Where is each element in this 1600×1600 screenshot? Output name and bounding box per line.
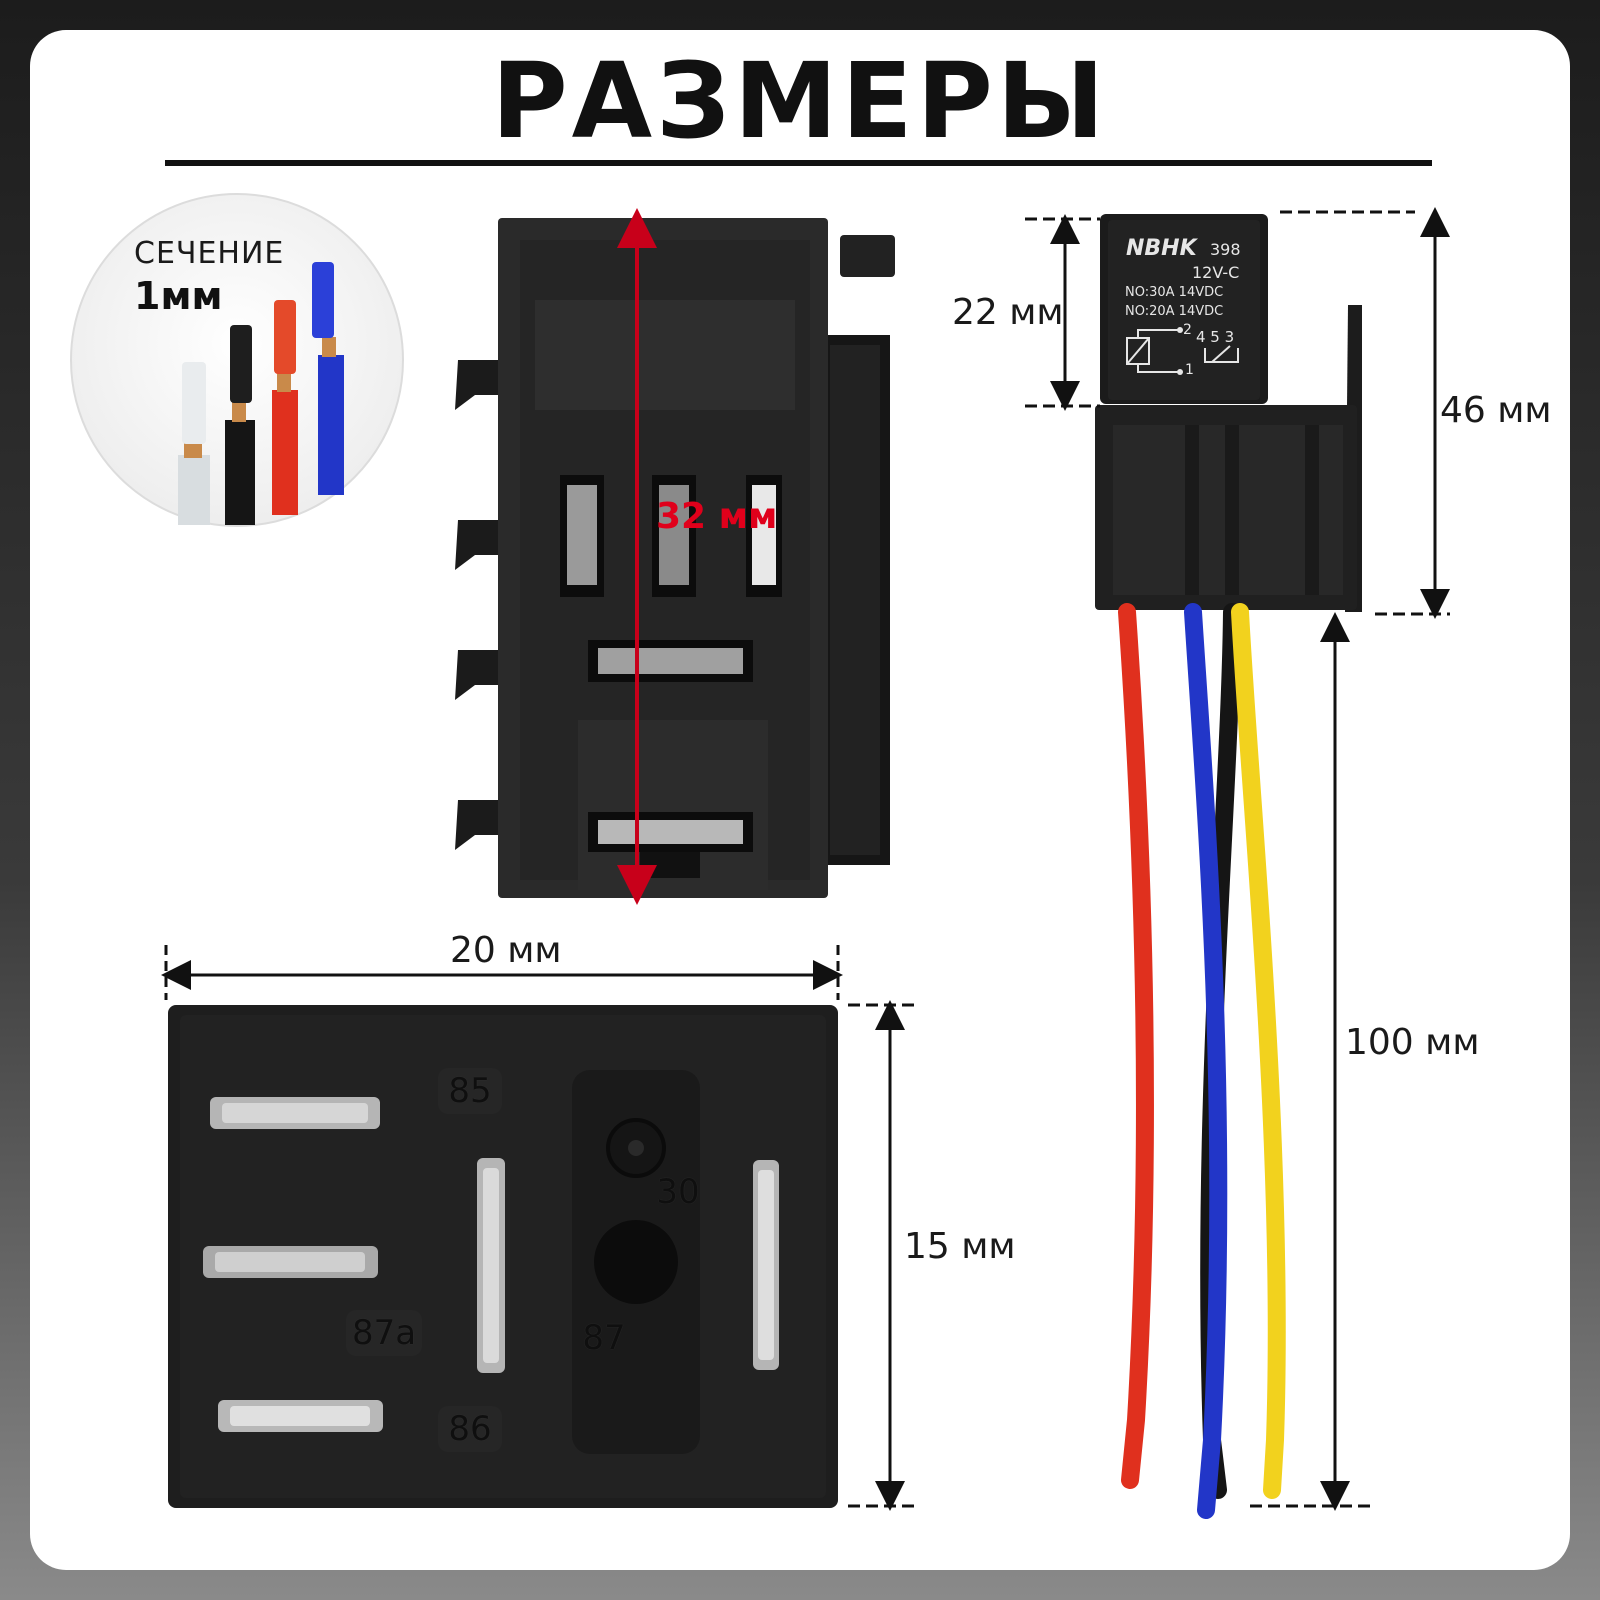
relay-brand: NBHK: [1126, 236, 1197, 261]
relay-model: 398: [1210, 240, 1241, 259]
pin-number-85: 85: [438, 1068, 502, 1114]
wire-cross-section-circle: [70, 193, 404, 527]
pin-number-87: 87: [582, 1318, 626, 1358]
relay-rating-no: NO:30A 14VDC: [1125, 285, 1224, 300]
relay-pin-top: 2: [1183, 322, 1192, 338]
relay-socket-top-view: [455, 208, 895, 905]
pin-number-87a: 87a: [346, 1310, 422, 1356]
relay-voltage: 12V-C: [1192, 263, 1240, 282]
base-width-label: 20 мм: [450, 930, 562, 971]
relay-pins-bottom-view: [168, 1005, 838, 1508]
relay-rating-nc: NO:20A 14VDC: [1125, 304, 1224, 319]
wire-length-label: 100 мм: [1345, 1022, 1480, 1063]
relay-assembly-side-view: [1095, 214, 1362, 1519]
cross-section-label: СЕЧЕНИЕ: [134, 236, 285, 271]
pin-number-86: 86: [438, 1406, 502, 1452]
relay-height-label: 22 мм: [952, 292, 1064, 333]
page-title: РАЗМЕРЫ: [491, 40, 1109, 162]
total-height-label: 46 мм: [1440, 390, 1552, 431]
base-height-label: 15 мм: [904, 1226, 1016, 1267]
socket-height-label: 32 мм: [656, 496, 778, 537]
pin-number-30: 30: [656, 1172, 700, 1212]
dimension-lines: [161, 207, 1450, 1511]
cross-section-value: 1мм: [134, 274, 223, 318]
relay-pin-one: 1: [1185, 362, 1194, 378]
relay-pin-row: 4 5 3: [1196, 328, 1235, 346]
